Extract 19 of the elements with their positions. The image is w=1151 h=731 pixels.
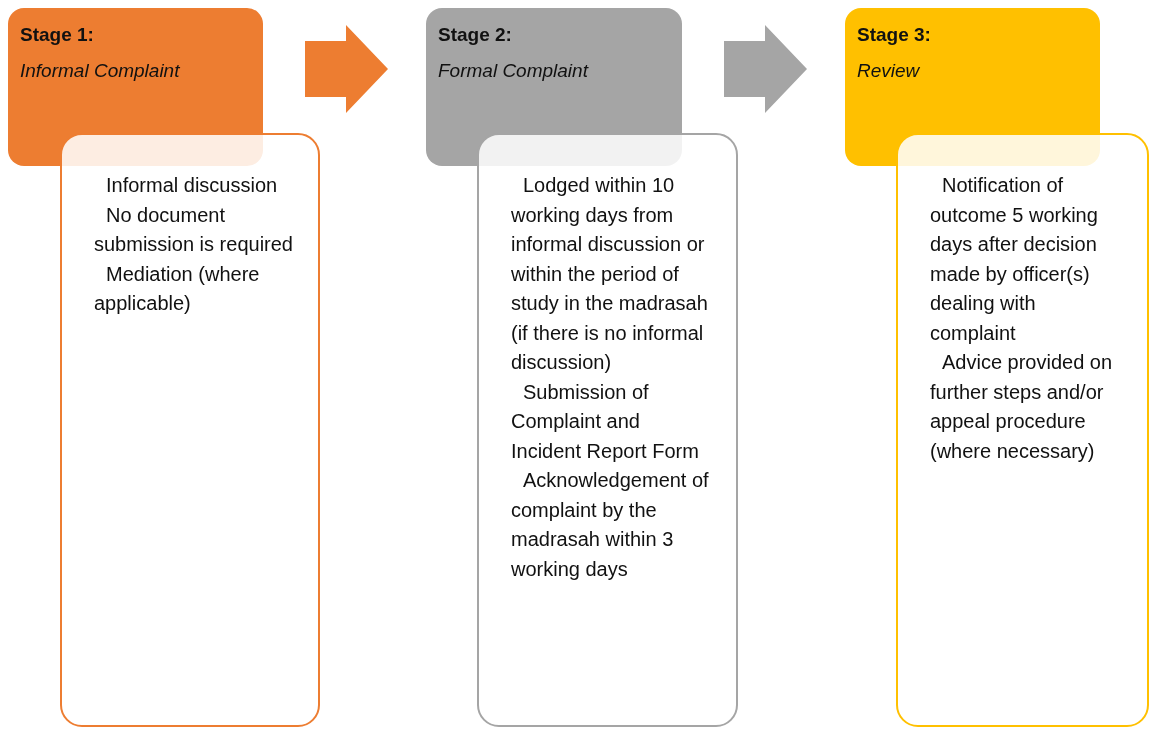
stage-subtitle: Formal Complaint [438, 59, 590, 83]
stage-title: Stage 1: [20, 23, 95, 47]
stage-title: Stage 2: [438, 23, 513, 47]
step-text: Advice provided on further steps and/or appeal procedure (where necessary) [930, 350, 1114, 464]
step-text: Lodged within 10 working days from informal discussion or within the period of study in the madrasah (if there is no informal discussion) [511, 173, 709, 375]
stage-subtitle: Informal Complaint [20, 59, 181, 83]
stage-title: Stage 3: [857, 23, 932, 47]
stage-details-box [896, 133, 1149, 727]
stage-details-box [60, 133, 320, 727]
step-text: Informal discussion [105, 173, 279, 198]
block-arrow [305, 25, 388, 113]
stage-details-box [477, 133, 738, 727]
step-text: Notification of outcome 5 working days after decision made by officer(s) dealing with complaint [930, 173, 1099, 346]
step-text: Acknowledgement of complaint by the madrasah within 3 working days [511, 468, 710, 582]
step-text: Submission of Complaint and Incident Report Form [511, 379, 700, 464]
step-text: No document submission is required [94, 202, 294, 257]
block-arrow [724, 25, 807, 113]
stage-subtitle: Review [857, 59, 921, 83]
step-text: Mediation (where applicable) [94, 261, 261, 316]
